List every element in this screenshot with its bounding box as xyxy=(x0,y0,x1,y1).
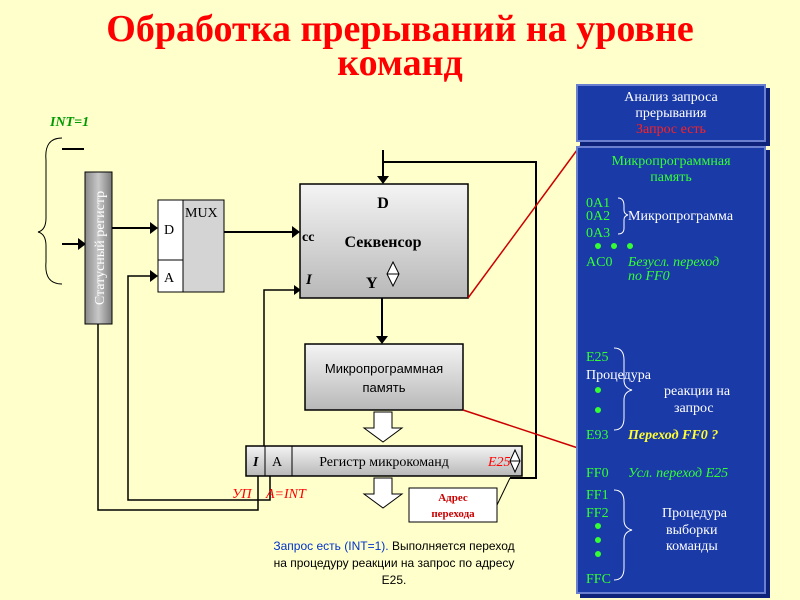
sr-feedback-line xyxy=(97,324,259,511)
e93-text: Переход FF0 ? xyxy=(628,428,719,443)
panel-heading-line-2: память xyxy=(650,170,692,185)
page-title: Обработка прерываний на уровне команд xyxy=(0,8,800,84)
rega-to-mux-line xyxy=(127,275,271,501)
dot-8 xyxy=(595,551,601,557)
ff0-text: Усл. переход E25 xyxy=(628,466,729,481)
sequencer-d-label: D xyxy=(377,195,389,212)
dot-5 xyxy=(595,407,601,413)
sequencer-cc-label: cc xyxy=(302,230,314,245)
addr-ff2: FF2 xyxy=(586,506,609,521)
callout-line-memory-top xyxy=(462,409,579,449)
microprogram-memory-box xyxy=(304,343,464,411)
mux-d-label: D xyxy=(164,223,174,238)
panel-heading-line-1: Микропрограммная xyxy=(611,154,731,169)
dot-7 xyxy=(595,537,601,543)
register-a-label: A xyxy=(272,455,283,470)
mux-to-seq-arrow xyxy=(292,226,300,238)
interrupt-analysis-panel: Анализ запроса прерывания Запрос есть xyxy=(576,84,766,142)
panel-decorations xyxy=(595,197,633,581)
sequencer-name: Секвенсор xyxy=(344,234,421,251)
caption-line-2: на процедуру реакции на запрос по адресу xyxy=(273,556,515,570)
ac0-text-1: Безусл. переход xyxy=(628,255,720,270)
status-register xyxy=(84,171,113,325)
brace-microprogram xyxy=(617,197,629,235)
sequencer-y-label: Y xyxy=(366,275,378,292)
addr-0a1: 0A1 xyxy=(586,196,611,211)
jump-address-line-2: перехода xyxy=(431,508,475,520)
addr-e25: E25 xyxy=(586,350,609,365)
title-line-1: Обработка прерываний на уровне xyxy=(106,8,694,50)
sequencer-i-label: I xyxy=(305,272,313,288)
mem-to-reg-arrow xyxy=(362,411,404,443)
brace-fetch xyxy=(613,489,633,581)
mux-d-cell xyxy=(157,199,184,261)
ff2-text-1: Процедура xyxy=(662,506,727,521)
caption: Запрос есть (INT=1). Выполняется переход… xyxy=(244,538,544,589)
register-i-label: I xyxy=(252,455,259,470)
d-input-arrow xyxy=(377,176,389,184)
panel-top-line-3: Запрос есть xyxy=(636,122,706,137)
panel-top-line-1: Анализ запроса xyxy=(624,90,718,105)
sequencer-box xyxy=(299,183,469,299)
addr-0a2: 0A2 xyxy=(586,209,611,224)
register-name: Регистр микрокоманд xyxy=(319,455,449,470)
addr-ff1: FF1 xyxy=(586,488,609,503)
loop-line xyxy=(384,161,537,479)
microprogram-text: Микропрограмма xyxy=(628,209,734,224)
int-label: INT=1 xyxy=(49,115,89,130)
up-label: УП xyxy=(232,487,252,502)
dot-6 xyxy=(595,523,601,529)
caption-lead: Запрос есть xyxy=(273,539,341,553)
brace-reaction xyxy=(613,347,633,431)
title-line-2: команд xyxy=(337,42,463,84)
jump-address-pointer xyxy=(496,477,511,506)
addr-0a3: 0A3 xyxy=(586,226,611,241)
e25-text-2: реакции на xyxy=(664,384,731,399)
caption-int: (INT=1). xyxy=(344,539,389,553)
e25-text-3: запрос xyxy=(674,401,714,416)
jump-address-line-1: Адрес xyxy=(438,492,468,504)
panel-heading: Микропрограммная память xyxy=(578,154,764,186)
callout-line-sequencer xyxy=(467,145,581,299)
dot-4 xyxy=(595,387,601,393)
rega-to-mux-arrow xyxy=(150,270,158,282)
caption-line-3: E25. xyxy=(381,573,407,587)
addr-ff0: FF0 xyxy=(586,466,609,481)
seq-to-mem-arrow xyxy=(376,336,388,344)
panel-top-line-2: прерывания xyxy=(635,106,707,121)
caption-line-1-rest: Выполняется переход xyxy=(391,539,515,553)
memory-label-line-2: память xyxy=(363,380,406,395)
input-arrow-head xyxy=(78,238,86,250)
memory-label-line-1: Микропрограммная xyxy=(325,361,443,376)
status-register-label: Статусный регистр xyxy=(93,191,108,305)
ff2-text-3: команды xyxy=(666,539,718,554)
sr-to-mux-arrow xyxy=(150,222,158,234)
reg-output-arrow xyxy=(362,477,404,509)
regi-to-seq-line xyxy=(263,289,294,446)
mux-label: MUX xyxy=(185,206,218,221)
caption-line-1: Запрос есть (INT=1). Выполняется переход xyxy=(244,538,544,555)
a-int-label: A=INT xyxy=(265,487,307,502)
addr-e93: E93 xyxy=(586,428,609,443)
mux-a-label: A xyxy=(164,271,175,286)
microprogram-memory-panel: Микропрограммная память 0A1 0A2 Микропро… xyxy=(576,146,766,594)
e25-text-1: Процедура xyxy=(586,368,651,383)
register-e25-label: E25 xyxy=(487,455,511,470)
input-brace xyxy=(37,137,63,285)
dot-2 xyxy=(611,243,617,249)
addr-ac0: AC0 xyxy=(586,255,613,270)
dot-3 xyxy=(627,243,633,249)
ac0-text-2: по FF0 xyxy=(628,269,670,284)
regi-to-seq-arrow xyxy=(294,285,301,295)
jump-address-box xyxy=(408,487,498,523)
addr-ffc: FFC xyxy=(586,572,611,587)
dot-1 xyxy=(595,243,601,249)
mux-a-cell xyxy=(157,259,184,293)
ff2-text-2: выборки xyxy=(666,523,718,538)
